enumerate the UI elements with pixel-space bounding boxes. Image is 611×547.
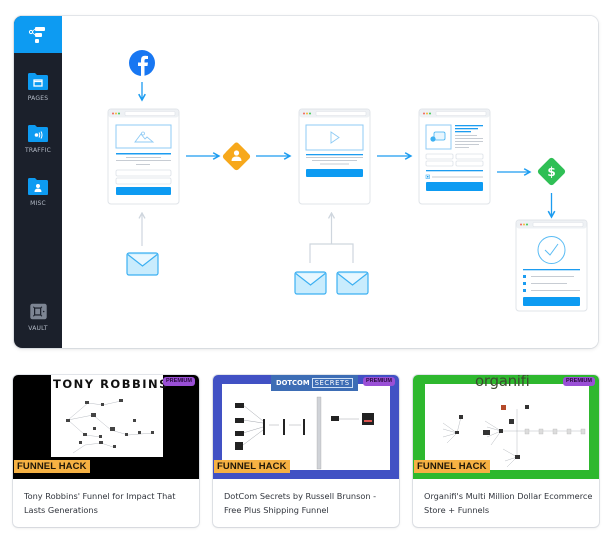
card-brand: organifi <box>475 375 530 390</box>
facebook-icon[interactable] <box>129 50 155 76</box>
premium-badge: PREMIUM <box>163 377 195 386</box>
card-thumbnail: TONY ROBBINS <box>13 375 199 479</box>
funnel-hack-badge: FUNNEL HACK <box>414 460 490 473</box>
envelope-icon[interactable] <box>126 252 159 276</box>
premium-badge: PREMIUM <box>363 377 395 386</box>
premium-badge: PREMIUM <box>563 377 595 386</box>
email-branch-connector <box>309 243 354 263</box>
order-page-node[interactable] <box>418 108 491 205</box>
video-page-node[interactable] <box>298 108 371 205</box>
sidebar: PAGES TRAFFIC MISC <box>14 16 62 348</box>
funnel-canvas[interactable]: $ <box>62 16 598 348</box>
sidebar-item-pages[interactable]: PAGES <box>14 72 62 102</box>
funnel-diagram: $ <box>107 50 588 312</box>
funnel-logo-icon[interactable] <box>14 16 62 53</box>
dollar-icon: $ <box>547 165 555 179</box>
funnel-hack-badge: FUNNEL HACK <box>14 460 90 473</box>
sidebar-item-vault[interactable]: VAULT <box>14 302 62 332</box>
funnel-map-preview <box>66 399 154 454</box>
sidebar-item-label: TRAFFIC <box>25 147 51 154</box>
card-title: DotCom Secrets by Russell Brunson - Free… <box>224 491 377 515</box>
funnel-card-tony-robbins[interactable]: TONY ROBBINS <box>13 375 199 527</box>
card-title: Tony Robbins' Funnel for Impact That Las… <box>24 491 176 515</box>
play-icon <box>330 131 340 144</box>
envelope-icon[interactable] <box>336 271 369 295</box>
funnel-builder-window: PAGES TRAFFIC MISC <box>14 16 598 348</box>
sidebar-item-misc[interactable]: MISC <box>14 177 62 207</box>
funnel-hack-cards: TONY ROBBINS <box>13 375 599 527</box>
card-title: Organifi's Multi Million Dollar Ecommerc… <box>424 491 593 515</box>
image-icon <box>134 133 155 143</box>
funnel-map-preview <box>442 405 586 468</box>
sidebar-item-label: MISC <box>30 200 46 207</box>
funnel-hack-badge: FUNNEL HACK <box>214 460 290 473</box>
sidebar-item-label: PAGES <box>27 95 49 102</box>
card-thumbnail: organifi PREMIUM <box>413 375 599 479</box>
product-icon <box>430 131 446 142</box>
traffic-folder-icon <box>28 125 48 142</box>
sidebar-item-traffic[interactable]: TRAFFIC <box>14 124 62 154</box>
checkmark-icon <box>537 236 566 264</box>
sidebar-item-label: VAULT <box>28 325 48 332</box>
funnel-map-preview <box>235 396 374 470</box>
brand-secrets-text: SECRETS <box>311 378 353 388</box>
misc-folder-icon <box>28 178 48 195</box>
lead-event-node[interactable] <box>222 141 252 171</box>
brand-dotcom-text: DOTCOM <box>276 379 310 387</box>
card-brand: TONY ROBBINS <box>53 377 169 391</box>
vault-icon <box>29 303 47 320</box>
thank-you-page-node[interactable] <box>515 219 588 312</box>
optin-page-node[interactable] <box>107 108 180 205</box>
sale-event-node[interactable]: $ <box>537 157 567 187</box>
envelope-icon[interactable] <box>294 271 327 295</box>
pages-folder-icon <box>28 73 48 90</box>
user-icon <box>231 150 242 161</box>
funnel-card-organifi[interactable]: organifi PREMIUM <box>413 375 599 527</box>
